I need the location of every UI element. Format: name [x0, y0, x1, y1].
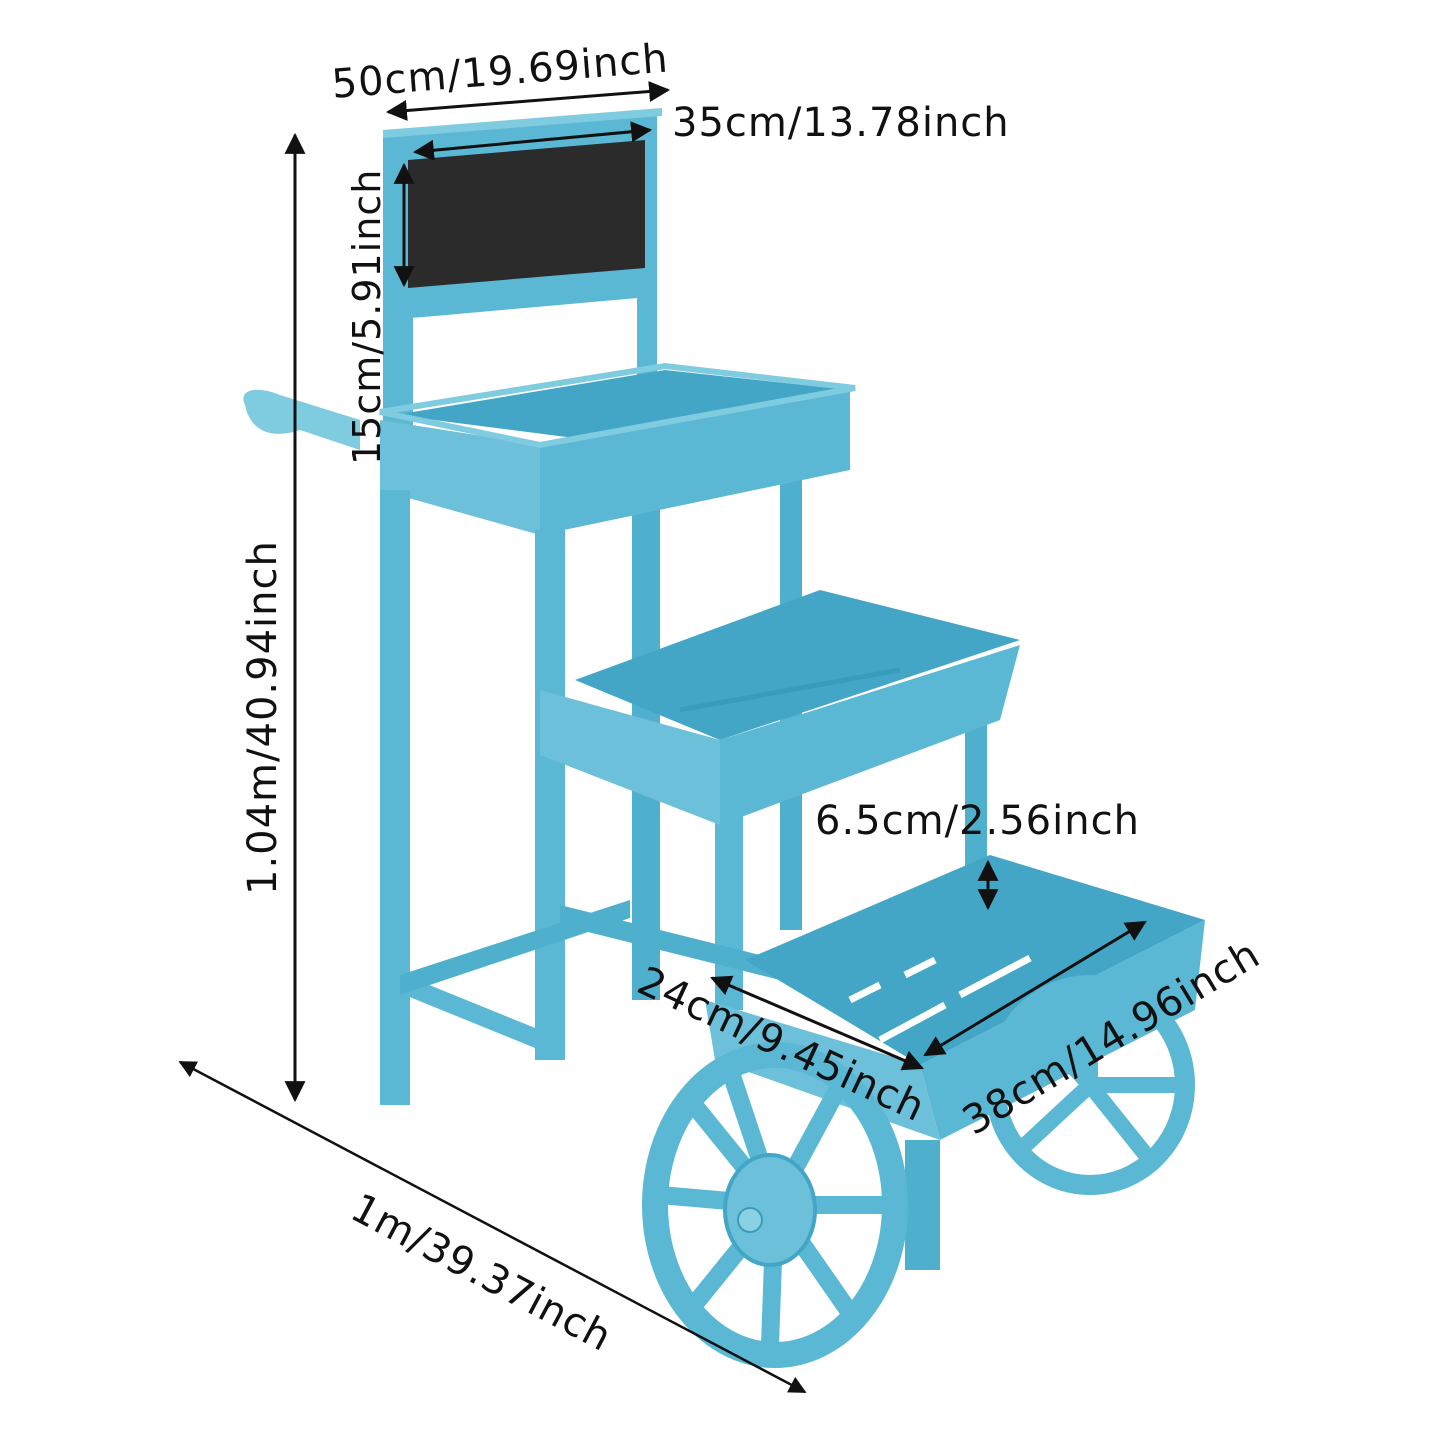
arrow-tray-length	[923, 920, 1147, 1057]
dimension-arrows	[178, 81, 1147, 1394]
bottom-rail-long	[560, 905, 780, 980]
left-handle	[243, 389, 360, 450]
wheel-hub	[723, 1153, 817, 1267]
middle-tray-slat	[679, 667, 901, 713]
axle-bolt	[737, 1207, 763, 1233]
chalkboard	[408, 140, 645, 288]
arrow-tray-width	[710, 975, 924, 1071]
arrow-top-width	[385, 81, 671, 121]
front-mid-leg	[535, 530, 565, 1060]
label-chalkboard-width: 35cm/13.78inch	[672, 100, 1010, 146]
top-tray-rim	[379, 362, 856, 449]
top-tray-inside	[395, 370, 850, 440]
front-left-leg	[380, 490, 410, 1105]
middle-tray-inside	[575, 590, 1020, 740]
bottom-tray-leg	[905, 1140, 940, 1270]
top-tray-front	[540, 390, 850, 535]
label-chalkboard-height: 15cm/5.91inch	[345, 168, 389, 465]
arrow-total-length	[178, 1060, 807, 1394]
top-tray-side	[380, 420, 540, 535]
label-tray-depth: 6.5cm/2.56inch	[815, 798, 1140, 844]
middle-tray-side	[540, 690, 720, 825]
middle-tray-front	[720, 645, 1020, 825]
arrow-chalkboard-width	[412, 121, 653, 161]
label-total-height: 1.04m/40.94inch	[240, 540, 286, 895]
